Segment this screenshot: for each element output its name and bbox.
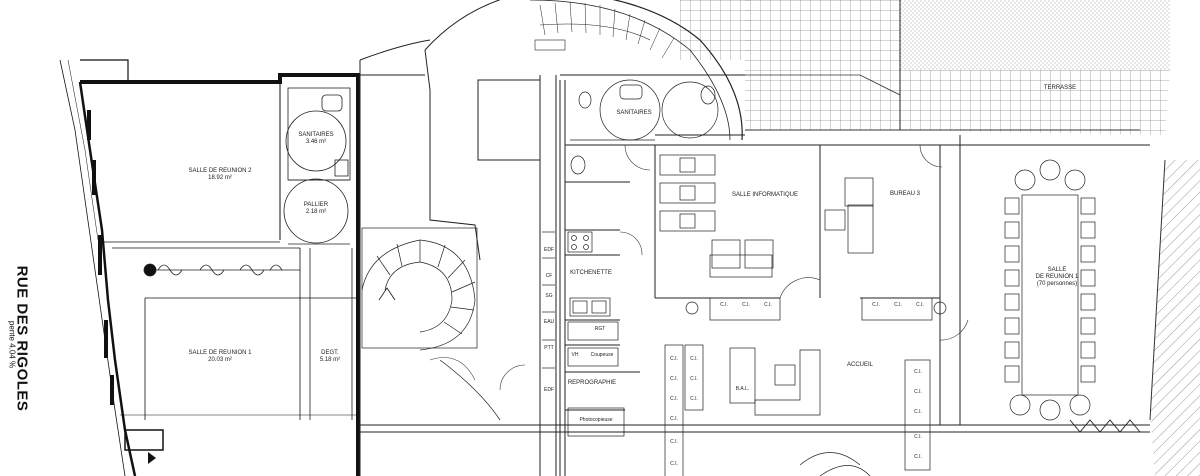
room-area: 3.46 m² [305, 138, 327, 145]
equip-vh: VH [571, 352, 579, 358]
cabinet-ci: C.I. [914, 434, 922, 440]
cabinet-ci: C.I. [670, 376, 678, 382]
degt-corridor [309, 248, 353, 420]
cabinet-ci: C.I. [670, 461, 678, 467]
room-degt: DEGT. 5.18 m² [310, 350, 350, 364]
equip-photocopieuse: Photocopieuse [579, 417, 613, 423]
room-salle-reunion-2: SALLE DE REUNION 2 18.92 m² [170, 168, 270, 182]
equip-cf: CF [545, 273, 553, 279]
cabinet-ci: C.I. [914, 454, 922, 460]
left-wing-walls [59, 59, 360, 476]
street-slope: pente 4.04 % [7, 320, 17, 369]
room-area: 20.03 m² [208, 356, 232, 363]
equip-sg: SG [545, 293, 553, 299]
it-room-furniture [659, 154, 947, 321]
central-walls [359, 49, 1150, 476]
conference-table [1004, 159, 1141, 433]
cabinet-ci: C.I. [670, 356, 678, 362]
equip-edf-bottom: EDF [544, 387, 554, 393]
equip-eau: EAU [543, 319, 555, 325]
spiral-staircase [361, 227, 501, 421]
door-swings [429, 144, 969, 391]
room-kitchenette: KITCHENETTE [570, 270, 612, 276]
cabinet-ci: C.I. [916, 302, 924, 308]
room-name-line2: DE REUNION 1 [1035, 273, 1079, 280]
cabinet-ci: C.I. [670, 416, 678, 422]
room-accueil: ACCUEIL [846, 362, 873, 368]
equip-rgt: RGT [594, 326, 606, 332]
kitchenette-fixtures [542, 231, 625, 437]
entry-arrow-icon [148, 452, 156, 464]
room-reprographie: REPROGRAPHIE [567, 380, 617, 386]
cabinet-ci: C.I. [670, 396, 678, 402]
room-name: PALLIER [303, 202, 329, 208]
room-area: 18.92 m² [208, 174, 232, 181]
facade-windows [87, 110, 114, 405]
cabinet-ci: C.I. [914, 389, 922, 395]
room-name: SALLE DE REUNION 2 [188, 168, 252, 174]
left-sanitary-block [283, 87, 351, 245]
room-name: SALLE [1047, 267, 1067, 273]
center-sanitaires [570, 79, 719, 175]
cabinet-ci: C.I. [742, 302, 750, 308]
cabinet-ci: C.I. [914, 369, 922, 375]
cabinet-ci: C.I. [764, 302, 772, 308]
room-area: 2.18 m² [305, 208, 327, 215]
room-name: SALLE DE REUNION 1 [188, 350, 252, 356]
cabinet-ci: C.I. [720, 302, 728, 308]
reception-desk [664, 344, 931, 476]
cabinet-ci: C.I. [690, 376, 698, 382]
cabinet-ci: C.I. [670, 439, 678, 445]
cabinet-ci: C.I. [914, 409, 922, 415]
room-bureau-3: BUREAU 3 [889, 191, 920, 197]
room-salle-reunion-1-right: SALLE DE REUNION 1 (70 personnes) [1022, 267, 1092, 288]
terrasse-area [680, 0, 1170, 135]
room-sanitaires-left: SANITAIRES 3.46 m² [296, 132, 336, 146]
equip-edf-top: EDF [544, 247, 554, 253]
equip-bal: B.A.L. [735, 386, 750, 392]
room-salle-reunion-1-left: SALLE DE REUNION 1 20.03 m² [170, 350, 270, 364]
room-terrasse: TERRASSE [1043, 85, 1077, 91]
folding-partition [143, 263, 300, 277]
room-name: SANITAIRES [298, 132, 334, 138]
equip-ptt: PTT [544, 345, 554, 351]
room-sanitaires-center: SANITAIRES [616, 110, 652, 116]
room-area: 5.18 m² [319, 356, 341, 363]
room-capacity: (70 personnes) [1036, 280, 1078, 287]
room-salle-informatique: SALLE INFORMATIQUE [732, 192, 798, 198]
cabinet-ci: C.I. [690, 396, 698, 402]
cabinet-ci: C.I. [894, 302, 902, 308]
room-pallier: PALLIER 2.18 m² [296, 202, 336, 216]
right-hatch-strip [1149, 159, 1200, 476]
round-tower [359, 0, 743, 141]
cabinet-ci: C.I. [690, 356, 698, 362]
room-name: DEGT. [321, 350, 339, 356]
equip-coupeuse: Coupeuse [590, 352, 614, 358]
cabinet-ci: C.I. [872, 302, 880, 308]
